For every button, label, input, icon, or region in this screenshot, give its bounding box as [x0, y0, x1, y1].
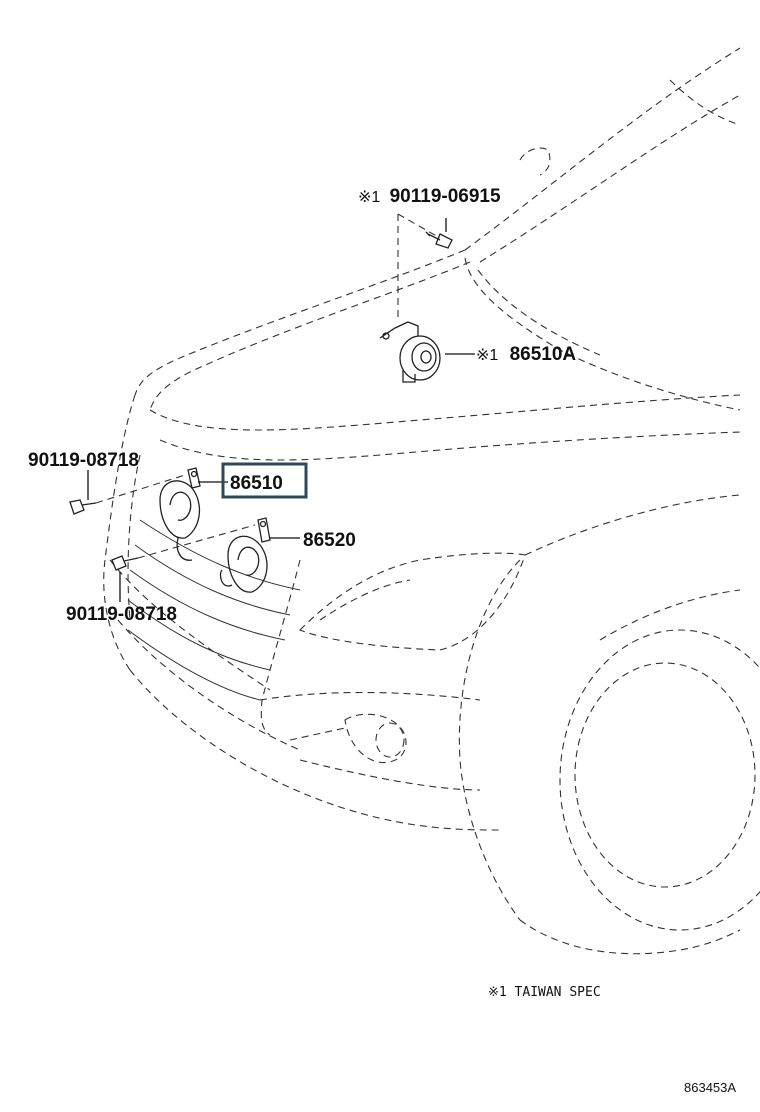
callout-horn-low[interactable]: 86520 — [303, 530, 356, 551]
horn-high-icon — [159, 467, 201, 561]
bolt-top-icon — [425, 231, 453, 249]
highlight-box — [221, 462, 308, 499]
callout-bolt-left-upper[interactable]: 90119-08718 — [28, 450, 139, 471]
bolt-left-lower-icon — [111, 555, 139, 571]
diagram-code: 863453A — [684, 1080, 736, 1095]
callout-horn-high[interactable]: 86510 — [230, 473, 283, 494]
callout-bolt-top[interactable]: ※1 90119-06915 — [358, 186, 501, 207]
horn-taiwan-spec-icon — [379, 321, 441, 383]
horn-low-icon — [219, 517, 271, 593]
car-body-outline — [103, 47, 760, 955]
callout-horn-taiwan[interactable]: ※1 86510A — [476, 344, 576, 365]
callout-bolt-left-lower[interactable]: 90119-08718 — [66, 604, 177, 625]
bolt-left-upper-icon — [69, 499, 97, 515]
footnote-taiwan-spec: ※1 TAIWAN SPEC — [488, 985, 601, 1000]
